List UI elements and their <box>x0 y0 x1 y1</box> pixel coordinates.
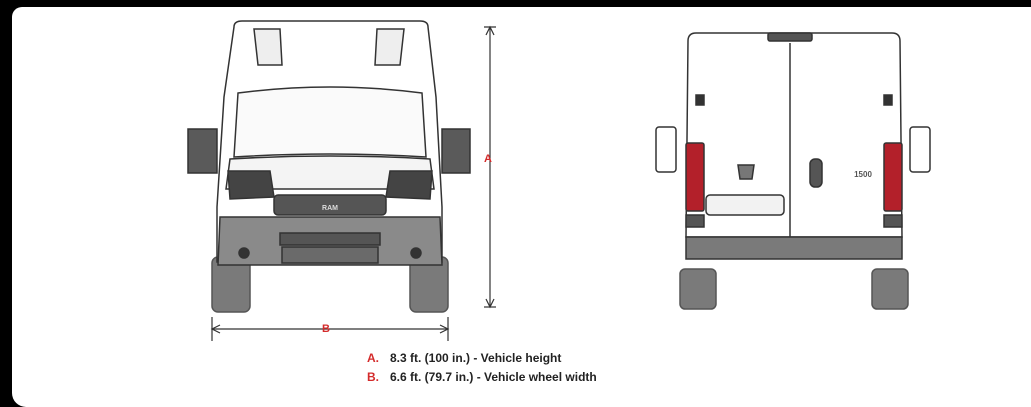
right-taillight <box>883 142 903 212</box>
hood <box>225 155 435 190</box>
license-plate-area <box>281 246 379 264</box>
left-fog-light <box>238 247 250 259</box>
rear-left-tire <box>679 268 717 310</box>
van-diagram: RAM <box>187 20 931 341</box>
diagram-canvas: RAM <box>12 7 1031 407</box>
right-headlight <box>385 170 433 200</box>
left-headlight <box>227 170 275 200</box>
ram-emblem <box>737 164 755 180</box>
left-reverse-light <box>685 214 705 228</box>
grille-badge: RAM <box>322 205 338 212</box>
windshield <box>233 86 427 158</box>
left-mirror <box>187 128 218 174</box>
width-dimension-line <box>210 317 450 341</box>
left-taillight <box>685 142 705 212</box>
legend-key-a: A. <box>367 350 379 365</box>
left-hinge <box>695 94 705 106</box>
van-front-view <box>187 20 471 313</box>
roof-panel-left <box>253 28 283 66</box>
legend-key-b: B. <box>367 369 379 384</box>
legend-item-width: B. 6.6 ft. (79.7 in.) - Vehicle wheel wi… <box>367 367 597 386</box>
legend-item-height: A. 8.3 ft. (100 in.) - Vehicle height <box>367 348 597 367</box>
legend-text-height: 8.3 ft. (100 in.) - Vehicle height <box>390 350 562 365</box>
rear-left-mirror <box>655 126 677 173</box>
van-rear-view <box>655 32 931 310</box>
dimension-a-marker: A <box>484 153 492 165</box>
rear-model-badge: 1500 <box>854 170 872 179</box>
license-plate-recess <box>705 194 785 216</box>
legend-text-width: 6.6 ft. (79.7 in.) - Vehicle wheel width <box>390 369 597 384</box>
right-mirror <box>441 128 471 174</box>
lower-grille <box>279 232 381 246</box>
grille <box>273 194 387 216</box>
door-handle <box>809 158 823 188</box>
right-fog-light <box>410 247 422 259</box>
rear-body <box>685 32 903 238</box>
dimension-legend: A. 8.3 ft. (100 in.) - Vehicle height B.… <box>367 348 597 386</box>
right-reverse-light <box>883 214 903 228</box>
height-dimension-line <box>484 25 496 309</box>
rear-right-tire <box>871 268 909 310</box>
roof-panel-right <box>374 28 405 66</box>
rear-bumper <box>685 236 903 260</box>
rear-right-mirror <box>909 126 931 173</box>
dimension-b-marker: B <box>322 323 330 335</box>
third-brake-light <box>767 32 813 42</box>
right-hinge <box>883 94 893 106</box>
